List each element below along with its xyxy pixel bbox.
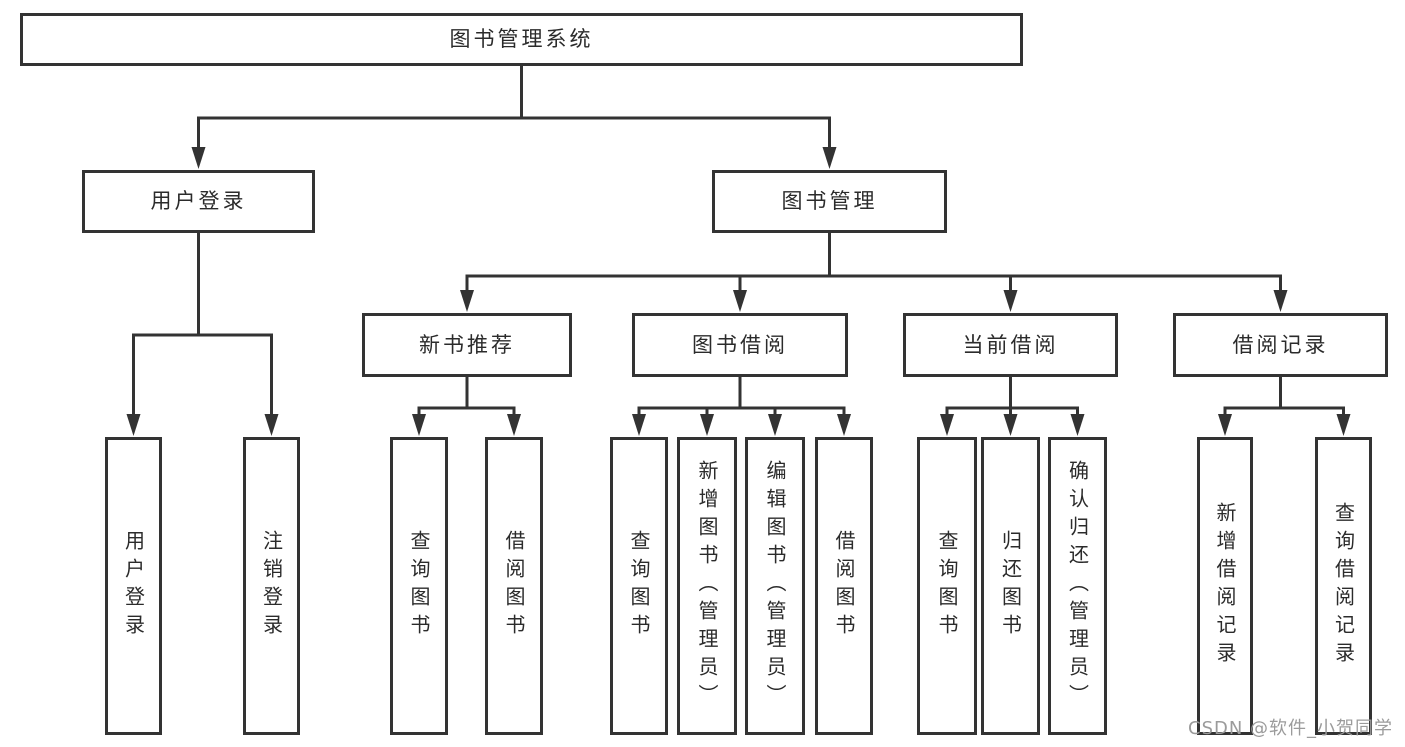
node-label: 查询图书 [627, 530, 651, 642]
node-leaf-borrow-books: 借阅图书 [815, 437, 873, 735]
node-label: 用户登录 [121, 530, 146, 642]
arrowheads [126, 147, 1351, 436]
node-user-login: 用户登录 [82, 170, 315, 233]
node-book-borrowing: 图书借阅 [632, 313, 848, 377]
node-leaf-edit-books-admin: 编辑图书（管理员） [745, 437, 805, 735]
node-label: 查询图书 [407, 530, 431, 642]
node-label: 图书管理系统 [449, 27, 594, 51]
node-leaf-query-books-current: 查询图书 [917, 437, 977, 735]
node-label: 图书借阅 [692, 332, 788, 357]
node-leaf-confirm-return-admin: 确认归还（管理员） [1048, 437, 1107, 735]
node-leaf-query-books-recommend: 查询图书 [390, 437, 448, 735]
connector-paths [132, 66, 1345, 415]
node-leaf-user-login: 用户登录 [105, 437, 162, 735]
node-label: 归还图书 [998, 530, 1023, 642]
node-label: 图书管理 [781, 189, 878, 213]
node-label: 用户登录 [150, 189, 247, 213]
node-leaf-logout: 注销登录 [243, 437, 300, 735]
node-label: 查询图书 [935, 530, 959, 642]
node-borrowing-records: 借阅记录 [1173, 313, 1388, 377]
node-leaf-query-borrow-record: 查询借阅记录 [1315, 437, 1372, 735]
node-leaf-query-books-borrowing: 查询图书 [610, 437, 668, 735]
node-label: 新增借阅记录 [1213, 502, 1237, 670]
node-label: 编辑图书（管理员） [763, 460, 787, 712]
node-leaf-borrow-books-recommend: 借阅图书 [485, 437, 543, 735]
node-root: 图书管理系统 [20, 13, 1023, 66]
node-book-management: 图书管理 [712, 170, 947, 233]
watermark: CSDN @软件_小贺同学 [1188, 718, 1394, 739]
node-label: 确认归还（管理员） [1065, 460, 1090, 712]
node-label: 新书推荐 [419, 332, 515, 357]
node-label: 借阅记录 [1232, 332, 1329, 357]
node-label: 借阅图书 [832, 530, 856, 642]
node-label: 查询借阅记录 [1331, 502, 1356, 670]
node-label: 新增图书（管理员） [695, 460, 719, 712]
node-leaf-return-books: 归还图书 [981, 437, 1040, 735]
node-leaf-add-borrow-record: 新增借阅记录 [1197, 437, 1253, 735]
node-leaf-add-books-admin: 新增图书（管理员） [677, 437, 737, 735]
node-new-book-recommend: 新书推荐 [362, 313, 572, 377]
node-current-borrowing: 当前借阅 [903, 313, 1118, 377]
node-label: 注销登录 [259, 530, 284, 642]
node-label: 当前借阅 [962, 332, 1059, 357]
node-label: 借阅图书 [502, 530, 526, 642]
